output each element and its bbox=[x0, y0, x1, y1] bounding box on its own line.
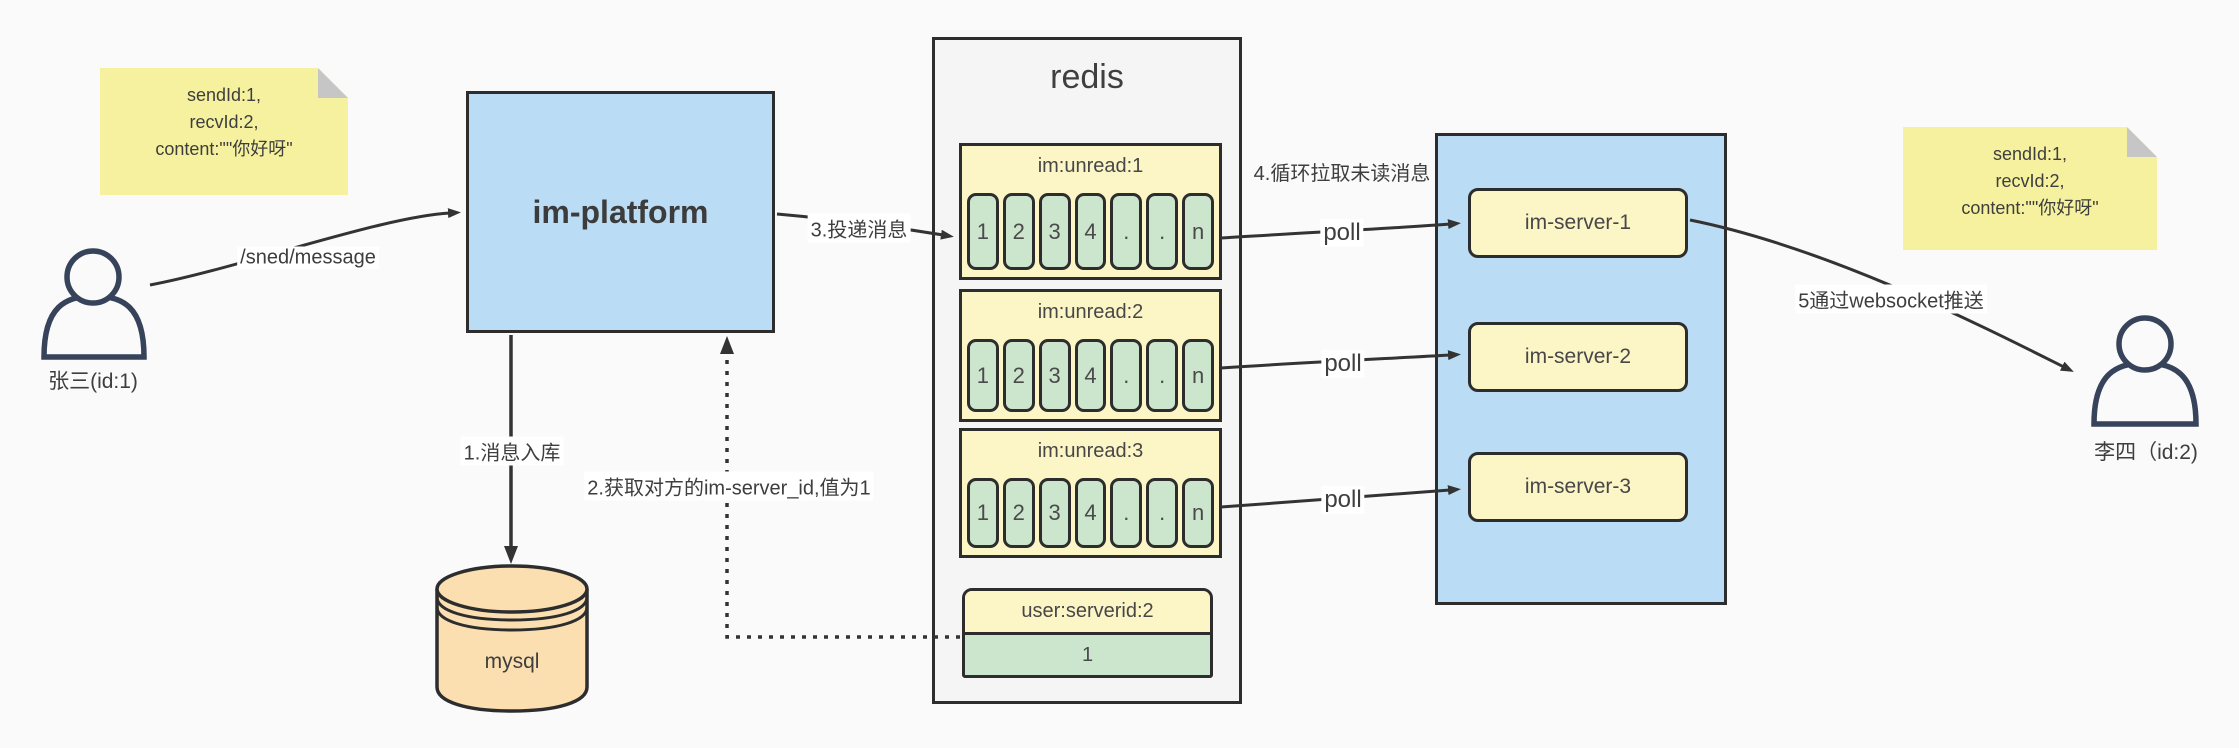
im-server-1-box: im-server-1 bbox=[1468, 188, 1688, 258]
redis-title: redis bbox=[1050, 58, 1124, 96]
mysql-database-icon bbox=[435, 564, 589, 713]
queue-cell: . bbox=[1110, 339, 1143, 412]
queue-header: im:unread:3 bbox=[1037, 440, 1144, 462]
edge-label-send-message: /sned/message bbox=[237, 246, 379, 270]
queue-cell: . bbox=[1146, 339, 1179, 412]
queue-cell: 3 bbox=[1038, 193, 1071, 270]
sticky-note-paper bbox=[1903, 127, 2157, 250]
note-line: content:""你好呀" bbox=[155, 139, 293, 159]
edge-label-poll-3: poll bbox=[1321, 486, 1365, 514]
im-platform-box: im-platform bbox=[466, 91, 775, 333]
sticky-note-text: sendId:1, recvId:2, content:""你好呀" bbox=[1903, 127, 2157, 222]
user-serverid-box: user:serverid:2 1 bbox=[962, 588, 1213, 678]
edge-label-step4: 4.循环拉取未读消息 bbox=[1253, 163, 1431, 185]
sticky-note-text: sendId:1, recvId:2, content:""你好呀" bbox=[100, 68, 348, 163]
queue-cell: n bbox=[1182, 339, 1215, 412]
queue-cell: n bbox=[1182, 478, 1215, 548]
edge-label-poll-1: poll bbox=[1320, 219, 1364, 247]
im-server-3-box: im-server-3 bbox=[1468, 452, 1688, 522]
edge-label-step3: 3.投递消息 bbox=[807, 213, 911, 243]
queue-cell: n bbox=[1182, 193, 1215, 270]
queue-cell: . bbox=[1146, 193, 1179, 270]
edge-label-step1: 1.消息入库 bbox=[460, 436, 564, 466]
queue-cell: 2 bbox=[1002, 478, 1035, 548]
sticky-note-paper bbox=[100, 68, 348, 195]
receiver-label: 李四（id:2) bbox=[2094, 441, 2198, 464]
queue-cell: 4 bbox=[1074, 478, 1107, 548]
queue-cell: . bbox=[1146, 478, 1179, 548]
queue-header: im:unread:2 bbox=[1037, 301, 1144, 323]
receiver-user-icon bbox=[2091, 315, 2199, 427]
edge-label-poll-2: poll bbox=[1321, 350, 1365, 378]
sticky-note-sender: sendId:1, recvId:2, content:""你好呀" bbox=[100, 68, 348, 195]
queue-cell: 2 bbox=[1002, 339, 1035, 412]
edge-get-server-id bbox=[720, 336, 960, 639]
queue-cell: 1 bbox=[967, 478, 999, 548]
user-serverid-header: user:serverid:2 bbox=[965, 591, 1210, 635]
queue-cell: 3 bbox=[1038, 339, 1071, 412]
edge-label-step5: 5通过websocket推送 bbox=[1795, 284, 1987, 314]
user-serverid-value: 1 bbox=[1081, 643, 1094, 666]
queue-cell: 4 bbox=[1074, 339, 1107, 412]
queue-cell: 4 bbox=[1074, 193, 1107, 270]
note-line: sendId:1, bbox=[186, 85, 262, 105]
queue-cell: 3 bbox=[1038, 478, 1071, 548]
queue-header: im:unread:1 bbox=[1037, 155, 1144, 177]
note-line: content:""你好呀" bbox=[1961, 198, 2099, 218]
note-line: recvId:2, bbox=[1995, 171, 2065, 191]
queue-cell: 1 bbox=[967, 193, 999, 270]
sender-user-icon bbox=[41, 248, 147, 360]
queue-cell: 2 bbox=[1002, 193, 1035, 270]
edge-label-step2: 2.获取对方的im-server_id,值为1 bbox=[584, 471, 874, 501]
im-server-2-box: im-server-2 bbox=[1468, 322, 1688, 392]
mysql-label: mysql bbox=[484, 650, 540, 673]
queue-cell: . bbox=[1110, 193, 1143, 270]
queue-cell: . bbox=[1110, 478, 1143, 548]
sender-label: 张三(id:1) bbox=[48, 370, 138, 393]
edge-send-message bbox=[149, 208, 461, 287]
note-line: sendId:1, bbox=[1992, 144, 2068, 164]
sticky-note-receiver: sendId:1, recvId:2, content:""你好呀" bbox=[1903, 127, 2157, 250]
note-line: recvId:2, bbox=[189, 112, 259, 132]
queue-cell: 1 bbox=[967, 339, 999, 412]
